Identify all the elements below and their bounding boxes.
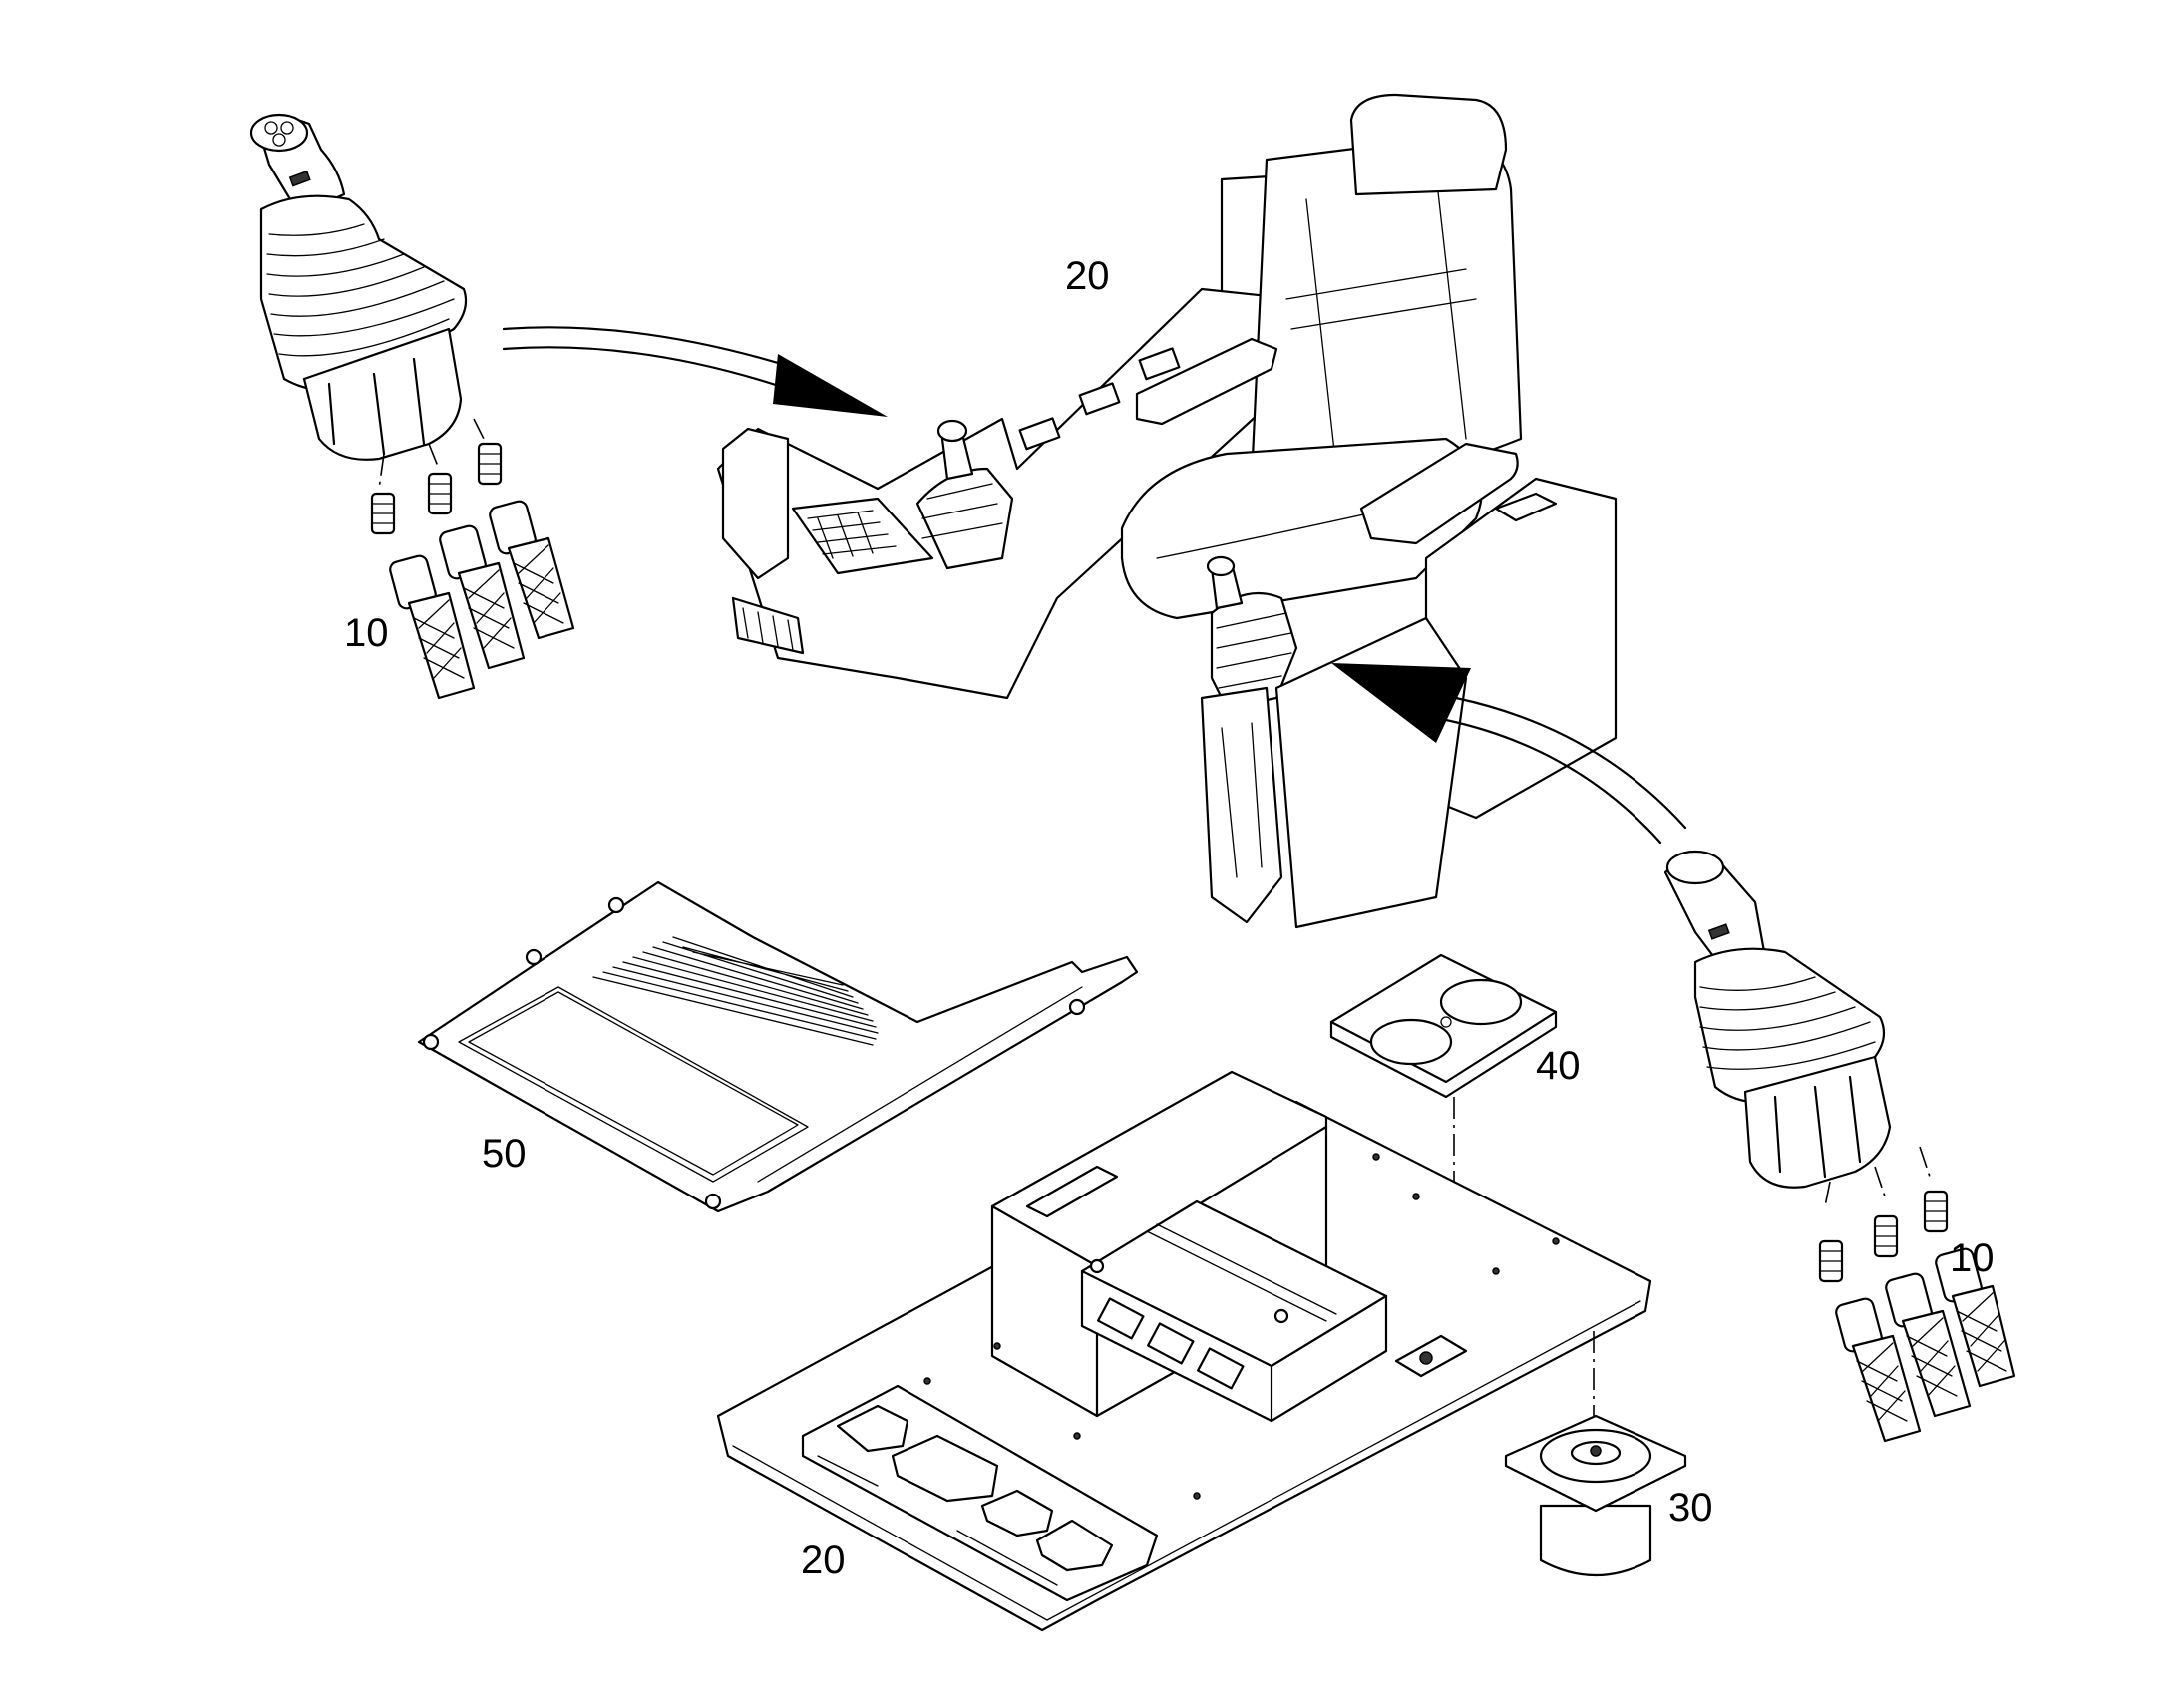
arrow-left-to-console — [502, 326, 888, 417]
callout-floor-mat: 50 — [482, 1132, 527, 1176]
hose-left-3 — [489, 500, 575, 640]
callout-console-seat: 20 — [1065, 254, 1110, 298]
callout-joystick-right: 10 — [1950, 1236, 1995, 1280]
bracket-plate — [1329, 953, 1558, 1099]
callout-floor-plate: 20 — [801, 1538, 846, 1582]
callout-bracket-plate: 40 — [1536, 1044, 1581, 1088]
hose-left-1 — [389, 554, 476, 700]
mat-hatching — [592, 936, 879, 1046]
callout-joystick-left: 10 — [344, 611, 389, 655]
hose-right-2 — [1885, 1272, 1972, 1418]
hose-right-3 — [1935, 1247, 2016, 1388]
arrow-right-to-console — [1331, 663, 1687, 845]
joystick-left — [249, 113, 575, 700]
joystick-right — [1663, 850, 2016, 1443]
floor-mat — [417, 880, 1139, 1213]
floor-plate — [716, 1070, 1652, 1632]
callout-damper: 30 — [1668, 1486, 1713, 1530]
hose-left-2 — [439, 524, 526, 670]
damper — [1504, 1414, 1687, 1576]
console-seat-assembly — [716, 93, 1618, 929]
hose-right-1 — [1835, 1297, 1922, 1443]
